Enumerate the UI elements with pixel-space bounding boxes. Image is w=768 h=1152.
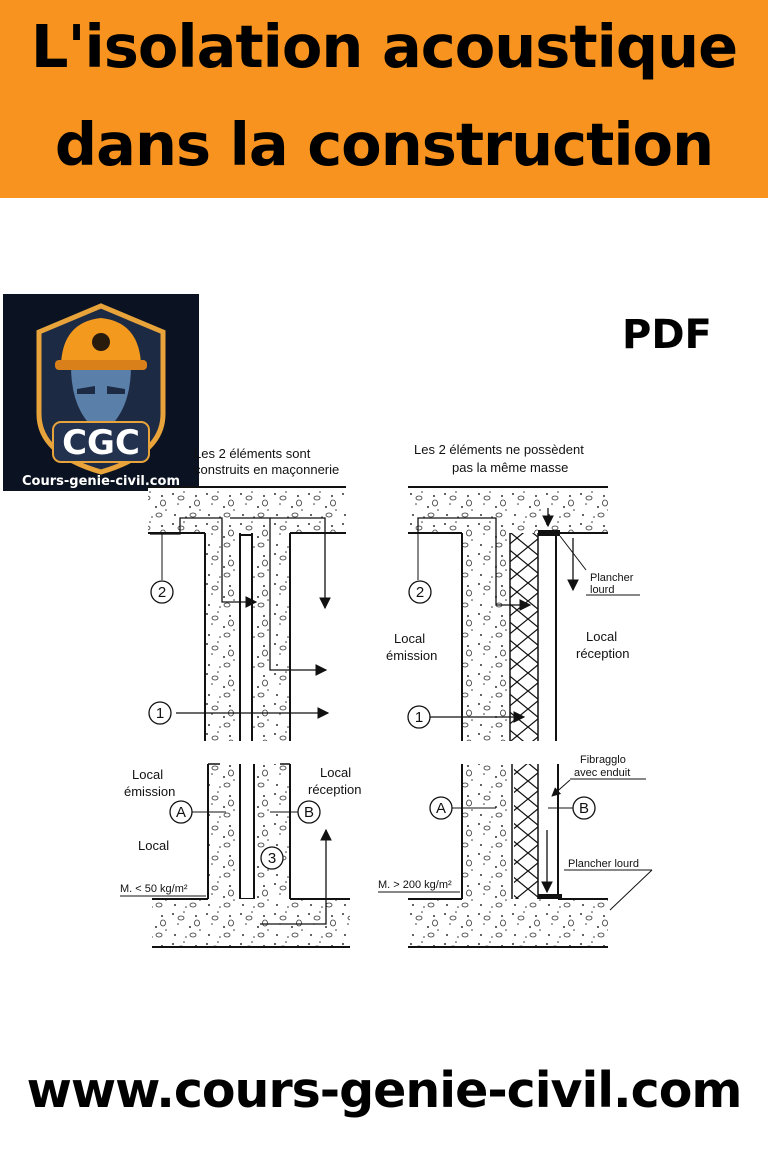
logo-site-name: Cours-genie-civil.com <box>22 474 180 489</box>
right-heading-2: pas la même masse <box>452 460 568 475</box>
left-heading-2: construits en maçonnerie <box>194 462 339 477</box>
left-marker-b: B <box>304 804 314 821</box>
left-marker-2: 2 <box>158 584 166 601</box>
engineer-helmet-icon: CGC <box>36 303 166 475</box>
left-emission-label-1: Local <box>132 767 163 782</box>
right-fibragglo-label-1: Fibragglo <box>580 754 626 766</box>
left-reception-label-1: Local <box>320 765 351 780</box>
right-emission-label-2: émission <box>386 648 437 663</box>
right-plancher-label-2: lourd <box>590 584 614 596</box>
left-emission-label-2: émission <box>124 784 175 799</box>
left-reception-label-2: réception <box>308 782 361 797</box>
left-marker-1: 1 <box>156 705 164 722</box>
left-heading-1: Les 2 éléments sont <box>194 446 311 461</box>
left-marker-a: A <box>176 804 186 821</box>
right-fibragglo-label-2: avec enduit <box>574 767 630 779</box>
right-plancher-label-1: Plancher <box>590 572 634 584</box>
logo-initials: CGC <box>62 423 140 463</box>
acoustic-diagram: Les 2 éléments sont construits en maçonn… <box>120 442 653 948</box>
right-diagram: Les 2 éléments ne possèdent pas la même … <box>378 442 653 948</box>
left-mass-label: M. < 50 kg/m² <box>120 883 188 895</box>
right-marker-b: B <box>579 800 589 817</box>
left-diagram: Les 2 éléments sont construits en maçonn… <box>120 446 361 948</box>
right-plancher-bottom-label: Plancher lourd <box>568 858 639 870</box>
title-line-1: L'isolation acoustique <box>30 12 738 81</box>
right-emission-label-1: Local <box>394 631 425 646</box>
title-banner <box>0 0 768 198</box>
right-mass-label: M. > 200 kg/m² <box>378 879 452 891</box>
cgc-logo: CGC Cours-genie-civil.com <box>3 294 199 491</box>
right-marker-2: 2 <box>416 584 424 601</box>
right-reception-label-2: réception <box>576 646 629 661</box>
right-marker-1: 1 <box>415 709 423 726</box>
left-marker-3: 3 <box>268 850 276 867</box>
footer-url: www.cours-genie-civil.com <box>26 1062 743 1119</box>
left-local-label: Local <box>138 838 169 853</box>
pdf-badge: PDF <box>622 312 712 358</box>
right-heading-1: Les 2 éléments ne possèdent <box>414 442 584 457</box>
right-marker-a: A <box>436 800 446 817</box>
right-reception-label-1: Local <box>586 629 617 644</box>
title-line-2: dans la construction <box>54 110 714 179</box>
